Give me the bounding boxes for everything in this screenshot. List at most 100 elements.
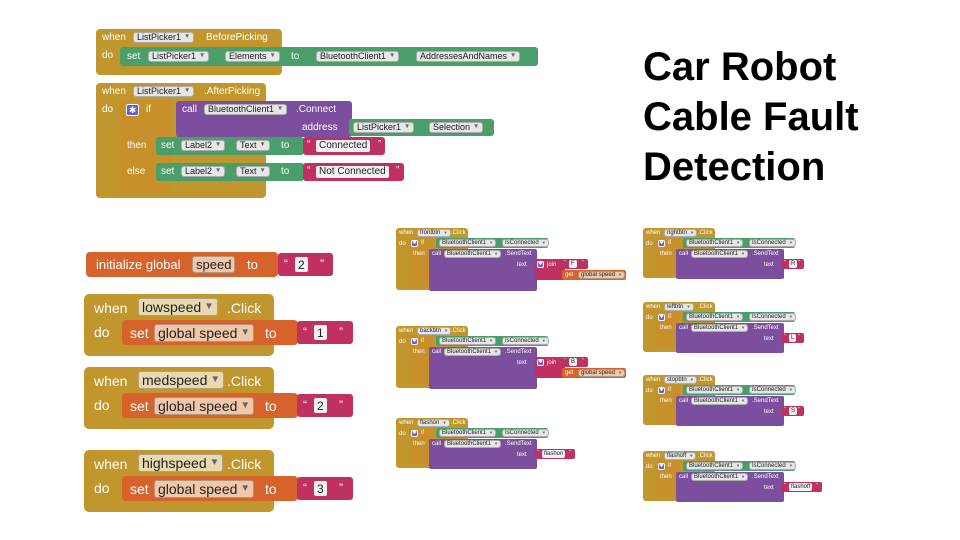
is-connected-dropdown[interactable]: IsConnected▼ <box>749 239 796 247</box>
send-value[interactable]: L <box>789 334 797 342</box>
is-connected-dropdown[interactable]: IsConnected▼ <box>502 429 549 437</box>
button-dropdown[interactable]: leftbtn▼ <box>664 303 694 311</box>
variable-dropdown[interactable]: global speed▼ <box>154 480 255 498</box>
gear-icon[interactable]: ✱ <box>658 463 665 470</box>
client-dropdown[interactable]: BluetoothClient1▼ <box>439 239 497 247</box>
connected-text-block[interactable]: “ Connected ” <box>303 137 385 155</box>
gear-icon[interactable]: ✱ <box>537 261 544 268</box>
variable-dropdown[interactable]: global speed▼ <box>578 369 626 377</box>
send-value-text-block[interactable]: “flashoff” <box>782 482 822 492</box>
client-dropdown[interactable]: BluetoothClient1▼ <box>691 397 749 405</box>
label-property-dropdown[interactable]: Text▼ <box>236 166 270 177</box>
connected-text-value[interactable]: Connected <box>316 140 371 152</box>
send-value-text-block[interactable]: “R” <box>782 259 804 269</box>
is-connected-dropdown[interactable]: IsConnected▼ <box>749 313 796 321</box>
speed-value[interactable]: 3 <box>314 481 327 496</box>
is-connected-getter-block[interactable]: BluetoothClient1▼ IsConnected▼ <box>683 238 796 248</box>
client-dropdown[interactable]: BluetoothClient1▼ <box>686 462 744 470</box>
client-dropdown[interactable]: BluetoothClient1▼ <box>691 473 749 481</box>
set-property-dropdown[interactable]: Elements▼ <box>225 51 280 62</box>
gear-icon[interactable]: ✱ <box>658 314 665 321</box>
component-dropdown[interactable]: ListPicker1▼ <box>133 86 195 97</box>
speed-init-text-block[interactable]: “ 2 ” <box>278 253 333 276</box>
send-value[interactable]: B <box>569 358 578 366</box>
client-dropdown[interactable]: BluetoothClient1▼ <box>691 250 749 258</box>
variable-dropdown[interactable]: global speed▼ <box>154 324 255 342</box>
button-dropdown[interactable]: frontbtn▼ <box>417 229 451 237</box>
source-property-dropdown[interactable]: AddressesAndNames▼ <box>416 51 521 62</box>
send-value[interactable]: F <box>569 260 577 268</box>
component-dropdown[interactable]: ListPicker1▼ <box>133 32 195 43</box>
is-connected-getter-block[interactable]: BluetoothClient1▼ IsConnected▼ <box>683 385 796 395</box>
is-connected-getter-block[interactable]: BluetoothClient1▼ IsConnected▼ <box>436 428 549 438</box>
send-value[interactable]: S <box>789 407 798 415</box>
button-dropdown[interactable]: stopbtn▼ <box>664 376 697 384</box>
set-label-connected-block[interactable]: set Label2▼ Text▼ to <box>156 137 304 155</box>
gear-icon[interactable]: ✱ <box>658 240 665 247</box>
is-connected-dropdown[interactable]: IsConnected▼ <box>749 386 796 394</box>
address-component-dropdown[interactable]: ListPicker1▼ <box>353 122 415 133</box>
client-dropdown[interactable]: BluetoothClient1▼ <box>444 348 502 356</box>
gear-icon[interactable]: ✱ <box>411 240 418 247</box>
gear-icon[interactable]: ✱ <box>411 430 418 437</box>
speed-value[interactable]: 1 <box>314 325 327 340</box>
is-connected-dropdown[interactable]: IsConnected▼ <box>502 337 549 345</box>
button-dropdown[interactable]: backbtn▼ <box>417 327 452 335</box>
client-dropdown[interactable]: BluetoothClient1▼ <box>686 239 744 247</box>
client-dropdown[interactable]: BluetoothClient1▼ <box>691 324 749 332</box>
is-connected-dropdown[interactable]: IsConnected▼ <box>749 462 796 470</box>
send-value-text-block[interactable]: “L” <box>782 333 804 343</box>
button-dropdown[interactable]: lowspeed▼ <box>138 298 218 316</box>
label-dropdown[interactable]: Label2▼ <box>181 166 226 177</box>
speed-value-text-block[interactable]: “2” <box>297 394 353 417</box>
gear-icon[interactable]: ✱ <box>411 338 418 345</box>
send-value-text-block[interactable]: “flashon” <box>535 449 575 459</box>
set-component-dropdown[interactable]: ListPicker1▼ <box>148 51 210 62</box>
client-dropdown[interactable]: BluetoothClient1▼ <box>204 104 288 115</box>
speed-value-text-block[interactable]: “3” <box>297 477 353 500</box>
button-dropdown[interactable]: flashon▼ <box>417 419 450 427</box>
label-property-dropdown[interactable]: Text▼ <box>236 140 270 151</box>
gear-icon[interactable]: ✱ <box>126 104 139 116</box>
not-connected-text-block[interactable]: “ Not Connected ” <box>303 163 404 181</box>
client-dropdown[interactable]: BluetoothClient1▼ <box>686 386 744 394</box>
gear-icon[interactable]: ✱ <box>658 387 665 394</box>
is-connected-getter-block[interactable]: BluetoothClient1▼ IsConnected▼ <box>683 461 796 471</box>
not-connected-text-value[interactable]: Not Connected <box>316 166 389 178</box>
button-dropdown[interactable]: medspeed▼ <box>138 371 225 389</box>
send-value-text-block[interactable]: “B” <box>562 357 588 367</box>
connect-call-block[interactable]: call BluetoothClient1▼ .Connect address <box>176 101 352 137</box>
send-value[interactable]: R <box>789 260 798 268</box>
send-value[interactable]: flashon <box>542 450 566 458</box>
client-dropdown[interactable]: BluetoothClient1▼ <box>444 250 502 258</box>
gear-icon[interactable]: ✱ <box>537 359 544 366</box>
client-dropdown[interactable]: BluetoothClient1▼ <box>439 429 497 437</box>
join-block[interactable]: ✱join <box>535 259 565 280</box>
selection-getter-block[interactable]: ListPicker1▼ Selection▼ <box>349 119 494 136</box>
send-value[interactable]: flashoff <box>789 483 813 491</box>
speed-init-value[interactable]: 2 <box>295 257 308 272</box>
join-block[interactable]: ✱join <box>535 357 565 378</box>
send-value-text-block[interactable]: “S” <box>782 406 804 416</box>
speed-value-text-block[interactable]: “1” <box>297 321 353 344</box>
is-connected-getter-block[interactable]: BluetoothClient1▼IsConnected▼ <box>683 312 796 322</box>
send-value-text-block[interactable]: “F” <box>562 259 588 269</box>
variable-dropdown[interactable]: global speed▼ <box>154 397 255 415</box>
label-dropdown[interactable]: Label2▼ <box>181 140 226 151</box>
is-connected-dropdown[interactable]: IsConnected▼ <box>502 239 549 247</box>
set-elements-block[interactable]: set ListPicker1▼ Elements▼ to BluetoothC… <box>120 47 538 66</box>
set-label-not-connected-block[interactable]: set Label2▼ Text▼ to <box>156 163 304 181</box>
button-dropdown[interactable]: flashoff▼ <box>664 452 697 460</box>
is-connected-getter-block[interactable]: BluetoothClient1▼IsConnected▼ <box>436 336 549 346</box>
source-component-dropdown[interactable]: BluetoothClient1▼ <box>316 51 400 62</box>
speed-value[interactable]: 2 <box>314 398 327 413</box>
